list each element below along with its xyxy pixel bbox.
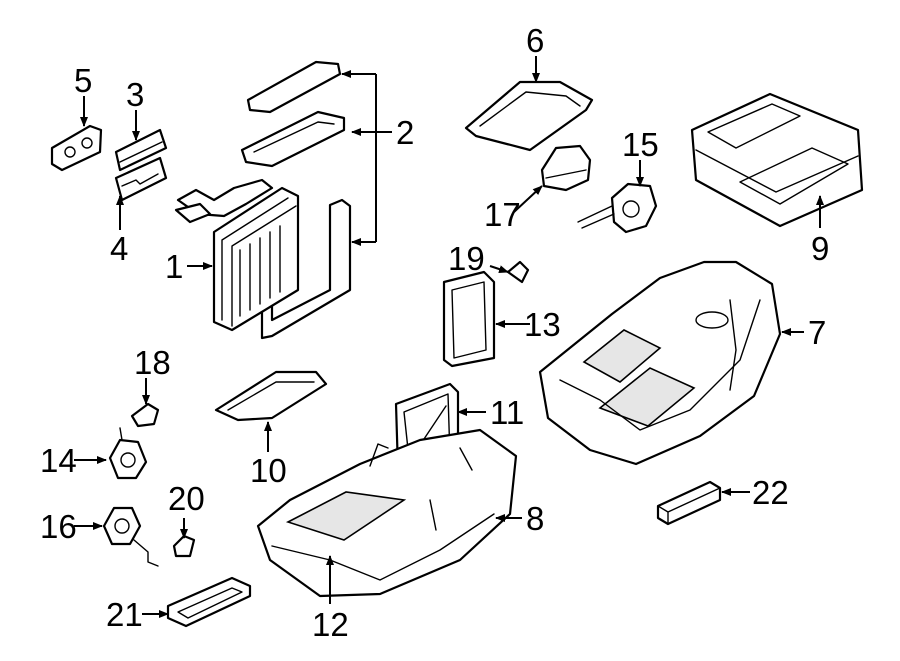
- part-19-clip: [506, 260, 530, 284]
- callout-2: 2: [396, 114, 414, 151]
- callout-21: 21: [106, 596, 143, 633]
- part-21-filter: [166, 576, 252, 628]
- callout-13: 13: [524, 306, 561, 343]
- callout-16: 16: [40, 508, 77, 545]
- part-1-heater-core: [174, 178, 300, 332]
- callout-22: 22: [752, 474, 789, 511]
- callout-17: 17: [484, 196, 521, 233]
- callout-8: 8: [526, 500, 544, 537]
- part-4-gasket: [114, 156, 168, 202]
- callout-7: 7: [808, 314, 826, 351]
- callout-20: 20: [168, 480, 205, 517]
- part-5-plate: [50, 124, 103, 172]
- part-3-seal: [114, 128, 168, 172]
- callout-18: 18: [134, 344, 171, 381]
- callout-15: 15: [622, 126, 659, 163]
- callout-5: 5: [74, 62, 92, 99]
- part-20-clip: [172, 534, 196, 558]
- callout-12: 12: [312, 606, 349, 643]
- part-16-actuator: [102, 506, 159, 567]
- callout-14: 14: [40, 442, 77, 479]
- callout-19: 19: [448, 240, 485, 277]
- part-6-cover: [464, 80, 594, 152]
- part-7-upper-case: [538, 260, 782, 466]
- callout-9: 9: [811, 230, 829, 267]
- part-17-cap: [540, 144, 592, 192]
- part-22-block: [656, 480, 722, 526]
- part-15-actuator: [577, 182, 658, 234]
- leader-lines: [74, 56, 824, 618]
- part-14-actuator: [108, 427, 148, 480]
- callout-4: 4: [110, 230, 128, 267]
- part-9-duct: [690, 92, 864, 228]
- callout-11: 11: [490, 394, 524, 431]
- callout-1: 1: [165, 248, 183, 285]
- part-8-lower-case: [256, 428, 518, 598]
- callout-6: 6: [526, 22, 544, 59]
- part-10-deflector: [214, 370, 328, 422]
- callout-3: 3: [126, 76, 144, 113]
- callout-10: 10: [250, 452, 287, 489]
- part-2-seals: [240, 60, 352, 340]
- part-18-clip: [130, 402, 160, 428]
- part-13-door: [442, 270, 496, 368]
